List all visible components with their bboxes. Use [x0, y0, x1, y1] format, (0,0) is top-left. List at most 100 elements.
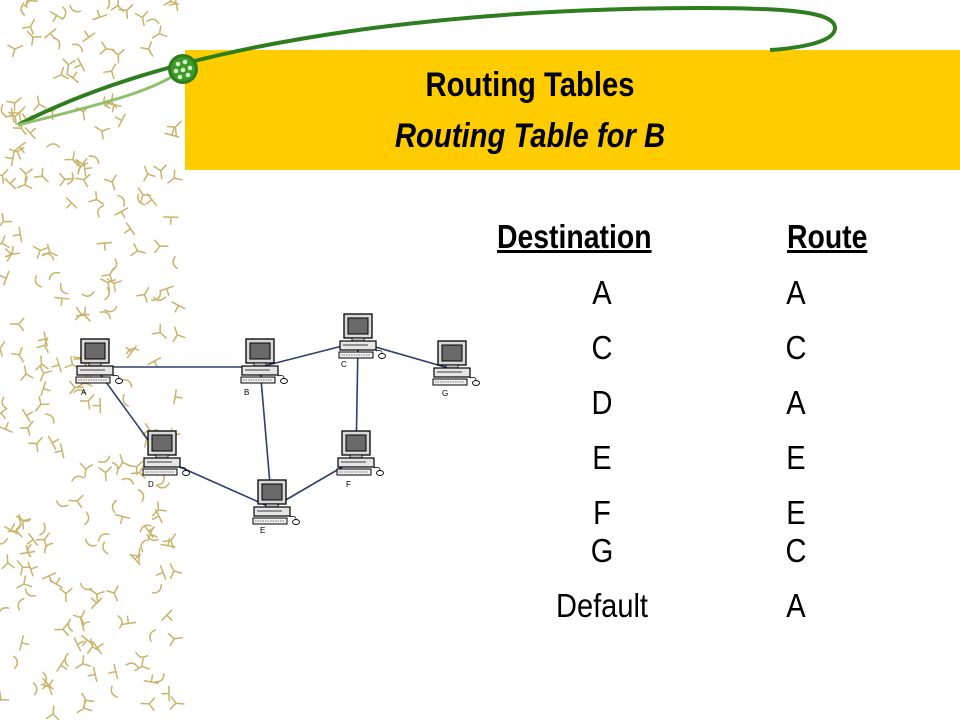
route-cell: A: [786, 587, 806, 624]
pattern-glyph: [44, 542, 54, 554]
bead-icon: [168, 54, 198, 84]
pattern-glyph: [99, 41, 115, 55]
pattern-glyph: [4, 177, 17, 190]
pattern-glyph: [73, 389, 87, 395]
pattern-glyph: [61, 6, 67, 20]
pattern-glyph: [161, 685, 170, 702]
pattern-glyph: [104, 287, 110, 301]
pattern-glyph: [17, 597, 25, 611]
pattern-glyph: [12, 226, 23, 243]
pattern-glyph: [130, 465, 146, 479]
pattern-glyph: [39, 522, 46, 536]
node-label-b: B: [244, 388, 249, 397]
pattern-glyph: [168, 0, 179, 12]
pattern-glyph: [150, 291, 162, 301]
pattern-glyph: [54, 296, 70, 306]
destination-header: Destination: [497, 218, 652, 255]
pattern-glyph: [0, 168, 9, 184]
pattern-glyph: [118, 4, 134, 19]
destination-cell: D: [591, 384, 613, 421]
node-label-e: E: [260, 526, 265, 535]
route-header: Route: [787, 218, 868, 255]
node-label-a: A: [81, 388, 87, 397]
page-subtitle: Routing Table for B: [394, 117, 666, 155]
pattern-glyph: [26, 533, 39, 546]
title-banner: [185, 50, 960, 170]
pattern-glyph: [53, 36, 61, 50]
destination-cell: C: [591, 329, 613, 366]
pattern-glyph: [0, 407, 8, 420]
pattern-glyph: [163, 0, 180, 6]
pattern-glyph: [44, 413, 55, 424]
pattern-glyph: [121, 477, 135, 485]
pattern-glyph: [62, 58, 76, 74]
destination-cell: Default: [555, 587, 649, 624]
pattern-glyph: [55, 500, 69, 508]
pattern-glyph: [75, 306, 91, 322]
pattern-glyph: [167, 169, 183, 184]
pattern-glyph: [3, 523, 18, 535]
pattern-glyph: [130, 243, 146, 257]
pattern-glyph: [33, 95, 47, 111]
pattern-glyph: [46, 143, 60, 148]
pattern-glyph: [166, 120, 182, 136]
pattern-glyph: [79, 394, 95, 410]
pattern-glyph: [163, 216, 179, 225]
pattern-glyph: [125, 662, 139, 669]
pattern-glyph: [80, 634, 94, 647]
pattern-glyph: [117, 454, 131, 470]
pattern-glyph: [40, 381, 51, 397]
pattern-glyph: [24, 588, 37, 597]
pattern-glyph: [66, 71, 79, 84]
pattern-glyph: [92, 641, 104, 655]
pattern-glyph: [35, 532, 50, 548]
pattern-glyph: [134, 657, 151, 672]
pattern-glyph: [42, 671, 48, 686]
pattern-glyph: [76, 157, 88, 171]
pattern-glyph: [21, 18, 36, 35]
pattern-glyph: [24, 127, 37, 140]
pattern-glyph: [137, 193, 146, 206]
route-cell: E: [786, 439, 806, 476]
pattern-glyph: [27, 543, 32, 558]
pattern-glyph: [145, 193, 158, 206]
pattern-glyph: [82, 161, 93, 177]
pattern-glyph: [98, 466, 112, 482]
pattern-glyph: [134, 10, 149, 27]
route-cell: E: [786, 494, 806, 531]
pattern-glyph: [92, 397, 102, 414]
pattern-glyph: [155, 475, 165, 486]
pattern-glyph: [69, 380, 84, 395]
node-label-c: C: [341, 360, 347, 369]
pattern-glyph: [104, 0, 111, 10]
node-label-f: F: [346, 480, 351, 489]
pattern-glyph: [98, 455, 111, 463]
pattern-glyph: [94, 126, 111, 140]
pattern-glyph: [59, 282, 69, 295]
pattern-glyph: [32, 682, 38, 696]
pattern-glyph: [25, 0, 35, 8]
pattern-glyph: [48, 435, 60, 450]
destination-cell: G: [590, 532, 614, 569]
pattern-glyph: [64, 151, 79, 167]
pattern-glyph: [71, 43, 84, 53]
pattern-glyph: [152, 296, 167, 301]
pattern-glyph: [114, 207, 129, 219]
pattern-glyph: [79, 582, 93, 591]
route-cell: A: [786, 384, 806, 421]
pattern-glyph: [58, 172, 74, 187]
pattern-glyph: [26, 30, 42, 46]
pattern-glyph: [71, 475, 85, 482]
pattern-glyph: [6, 97, 22, 112]
pattern-glyph: [167, 632, 183, 647]
pattern-glyph: [139, 524, 152, 533]
pattern-glyph: [81, 291, 95, 297]
pattern-glyph: [151, 583, 163, 594]
pattern-glyph: [64, 652, 69, 667]
pattern-glyph: [1, 554, 15, 570]
pattern-glyph: [114, 113, 126, 128]
pattern-glyph: [68, 494, 84, 509]
pattern-glyph: [143, 674, 160, 684]
pattern-glyph: [117, 194, 126, 207]
pattern-glyph: [0, 538, 8, 545]
